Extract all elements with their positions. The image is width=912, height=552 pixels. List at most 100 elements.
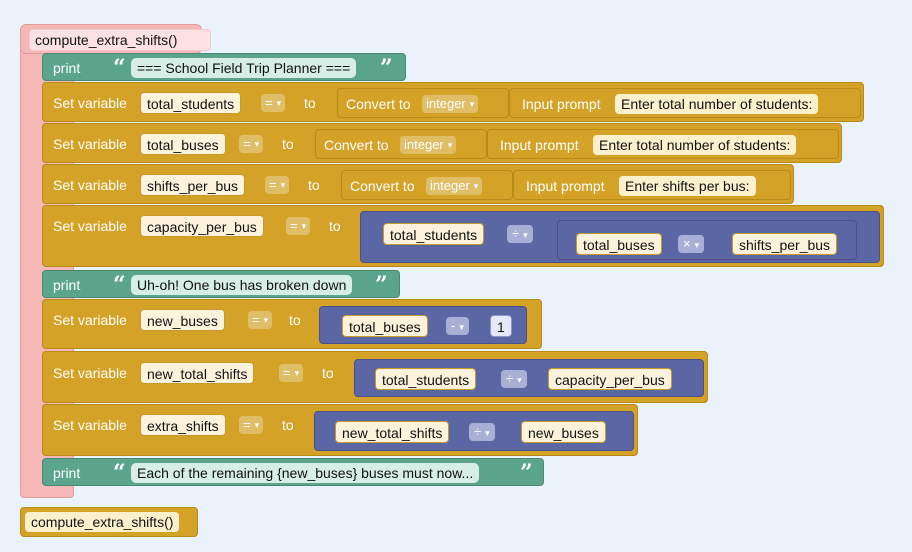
variable-name[interactable]: new_total_shifts — [140, 362, 255, 384]
print-label: print — [53, 465, 81, 481]
assign-operator: = — [252, 312, 260, 327]
function-definition-header[interactable]: compute_extra_shifts() — [20, 24, 211, 54]
set-variable-block[interactable]: Set variable new_buses =▾ to total_buses… — [42, 299, 542, 349]
print-block[interactable]: print “ Each of the remaining {new_buses… — [42, 458, 544, 486]
assign-operator-dropdown[interactable]: =▾ — [239, 135, 264, 153]
chevron-down-icon: ▾ — [254, 139, 260, 149]
variable-reference[interactable]: total_buses — [576, 233, 662, 255]
chevron-down-icon: ▾ — [301, 221, 307, 231]
chevron-down-icon: ▾ — [276, 98, 282, 108]
math-operator-dropdown[interactable]: ×▾ — [678, 235, 705, 253]
print-label: print — [53, 277, 81, 293]
number-value[interactable]: 1 — [490, 315, 512, 337]
to-label: to — [322, 365, 334, 381]
chevron-down-icon: ▾ — [459, 322, 464, 332]
set-variable-label: Set variable — [53, 177, 127, 193]
variable-name[interactable]: total_buses — [140, 133, 226, 155]
to-label: to — [289, 312, 301, 328]
assign-operator-dropdown[interactable]: =▾ — [248, 311, 273, 329]
assign-operator: = — [283, 365, 291, 380]
print-block[interactable]: print “ === School Field Trip Planner ==… — [42, 53, 406, 81]
chevron-down-icon: ▾ — [447, 140, 453, 150]
assign-operator: = — [269, 177, 277, 192]
math-block[interactable]: new_total_shifts ÷▾ new_buses — [314, 411, 634, 451]
variable-reference[interactable]: new_total_shifts — [335, 421, 450, 443]
print-text[interactable]: Each of the remaining {new_buses} buses … — [131, 463, 480, 483]
set-variable-block[interactable]: Set variable shifts_per_bus =▾ to Conver… — [42, 164, 794, 204]
math-operator: ÷ — [506, 371, 514, 386]
assign-operator: = — [265, 95, 273, 110]
input-prompt-label: Input prompt — [522, 96, 601, 112]
print-label: print — [53, 60, 81, 76]
type-value: integer — [404, 137, 444, 152]
input-prompt-block[interactable]: Input prompt Enter total number of stude… — [487, 129, 839, 159]
variable-name[interactable]: total_students — [140, 92, 242, 114]
variable-reference[interactable]: total_students — [375, 368, 477, 390]
variable-reference[interactable]: new_buses — [521, 421, 606, 443]
set-variable-block[interactable]: Set variable extra_shifts =▾ to new_tota… — [42, 404, 638, 456]
chevron-down-icon: ▾ — [517, 375, 522, 385]
variable-reference[interactable]: total_students — [383, 223, 485, 245]
assign-operator-dropdown[interactable]: =▾ — [239, 416, 264, 434]
print-block[interactable]: print “ Uh-oh! One bus has broken down ” — [42, 270, 400, 298]
function-call-name[interactable]: compute_extra_shifts() — [25, 512, 180, 532]
set-variable-label: Set variable — [53, 417, 127, 433]
set-variable-label: Set variable — [53, 218, 127, 234]
math-block[interactable]: total_students ÷▾ capacity_per_bus — [354, 359, 704, 397]
set-variable-block[interactable]: Set variable total_buses =▾ to Convert t… — [42, 123, 842, 163]
variable-reference[interactable]: shifts_per_bus — [732, 233, 838, 255]
close-quote-icon: ” — [375, 272, 388, 298]
convert-label: Convert to — [350, 178, 415, 194]
to-label: to — [282, 417, 294, 433]
variable-reference[interactable]: total_buses — [342, 315, 428, 337]
set-variable-label: Set variable — [53, 312, 127, 328]
type-dropdown[interactable]: integer▾ — [426, 177, 483, 195]
prompt-text[interactable]: Enter total number of students: — [593, 135, 797, 155]
convert-block[interactable]: Convert to integer▾ — [337, 88, 509, 118]
type-dropdown[interactable]: integer▾ — [400, 136, 457, 154]
math-operator-dropdown[interactable]: ÷▾ — [507, 225, 533, 243]
math-operator-dropdown[interactable]: ÷▾ — [469, 423, 495, 441]
type-dropdown[interactable]: integer▾ — [422, 95, 479, 113]
set-variable-label: Set variable — [53, 95, 127, 111]
input-prompt-block[interactable]: Input prompt Enter total number of stude… — [509, 88, 861, 118]
math-block[interactable]: total_buses -▾ 1 — [319, 306, 527, 344]
type-value: integer — [426, 96, 466, 111]
variable-name[interactable]: capacity_per_bus — [140, 215, 264, 237]
chevron-down-icon: ▾ — [485, 428, 490, 438]
close-quote-icon: ” — [520, 460, 533, 486]
math-operator-dropdown[interactable]: -▾ — [446, 317, 469, 335]
print-text[interactable]: === School Field Trip Planner === — [131, 58, 357, 78]
variable-reference[interactable]: capacity_per_bus — [548, 368, 672, 390]
set-variable-label: Set variable — [53, 365, 127, 381]
prompt-text[interactable]: Enter shifts per bus: — [619, 176, 756, 196]
math-operator: - — [451, 318, 456, 333]
variable-name[interactable]: new_buses — [140, 309, 225, 331]
convert-block[interactable]: Convert to integer▾ — [315, 129, 487, 159]
assign-operator-dropdown[interactable]: =▾ — [279, 364, 304, 382]
math-block[interactable]: total_students ÷▾ total_buses ×▾ shifts_… — [360, 211, 880, 263]
chevron-down-icon: ▾ — [523, 230, 528, 240]
set-variable-block[interactable]: Set variable capacity_per_bus =▾ to tota… — [42, 205, 884, 267]
prompt-text[interactable]: Enter total number of students: — [615, 94, 819, 114]
assign-operator-dropdown[interactable]: =▾ — [286, 217, 311, 235]
variable-name[interactable]: shifts_per_bus — [140, 174, 246, 196]
print-text[interactable]: Uh-oh! One bus has broken down — [131, 275, 353, 295]
chevron-down-icon: ▾ — [280, 180, 286, 190]
convert-label: Convert to — [346, 96, 411, 112]
assign-operator-dropdown[interactable]: =▾ — [261, 94, 286, 112]
math-block[interactable]: total_buses ×▾ shifts_per_bus — [557, 220, 857, 260]
input-prompt-block[interactable]: Input prompt Enter shifts per bus: — [513, 170, 791, 200]
open-quote-icon: “ — [113, 272, 126, 298]
close-quote-icon: ” — [380, 55, 393, 81]
set-variable-block[interactable]: Set variable total_students =▾ to Conver… — [42, 82, 864, 122]
to-label: to — [304, 95, 316, 111]
set-variable-block[interactable]: Set variable new_total_shifts =▾ to tota… — [42, 351, 708, 403]
variable-name[interactable]: extra_shifts — [140, 414, 226, 436]
function-name[interactable]: compute_extra_shifts() — [29, 29, 211, 51]
convert-block[interactable]: Convert to integer▾ — [341, 170, 513, 200]
assign-operator-dropdown[interactable]: =▾ — [265, 176, 290, 194]
math-operator-dropdown[interactable]: ÷▾ — [501, 370, 527, 388]
chevron-down-icon: ▾ — [473, 181, 479, 191]
function-call-block[interactable]: compute_extra_shifts() — [20, 507, 198, 537]
